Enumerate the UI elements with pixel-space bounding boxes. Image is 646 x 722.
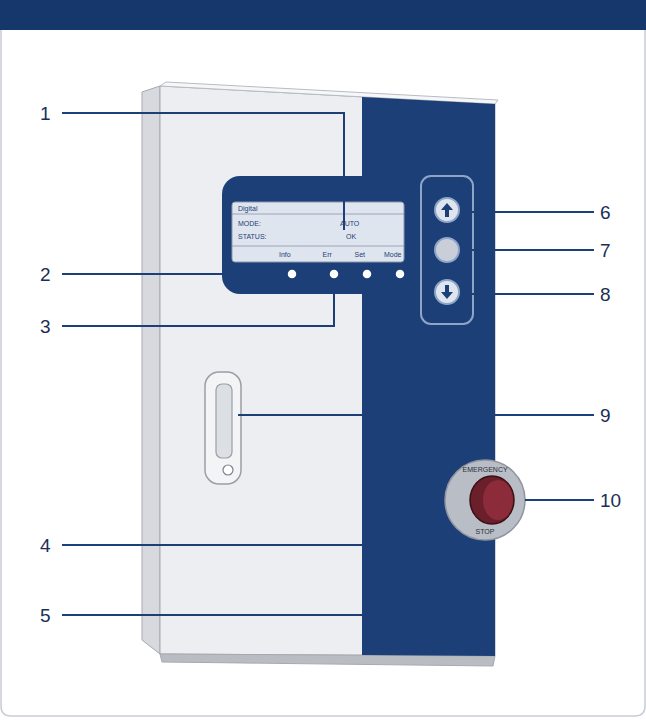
lcd-rule [232,246,404,247]
leader-line [62,113,344,230]
display-bezel [222,176,414,294]
cabinet-front [160,86,495,656]
panel-text: Info [279,251,291,258]
leader-line [62,280,334,326]
callout-number: 3 [40,317,51,336]
led [329,269,339,279]
panel-text: OK [346,233,356,240]
callout-number: 5 [40,606,51,625]
callout-number: 6 [600,203,611,222]
down-arrow [441,285,453,299]
callout-number: 10 [600,491,621,510]
leader-line [460,293,594,295]
led [395,269,405,279]
panel-text: AUTO [340,220,359,227]
panel-text: STOP [476,528,495,535]
panel-text: EMERGENCY [463,466,508,473]
ok-button [435,238,459,262]
estop-button [470,476,514,524]
callout-number: 9 [600,406,611,425]
frame [1,30,645,716]
leader-line [62,280,400,615]
leader-line [460,249,594,251]
leader-line [460,211,594,213]
panel-text: Err [323,251,332,258]
led [362,269,372,279]
handle-lever [216,384,232,458]
estop-ring [445,460,525,540]
cabinet-top [160,82,498,104]
callout-number: 4 [40,536,51,555]
up-arrow [441,203,453,217]
leader-line [62,280,367,545]
panel-text: Digital [238,205,257,212]
down-button [435,280,459,304]
estop-cap [483,480,513,520]
leader-lines [62,113,594,615]
panel-text: STATUS: [238,233,267,240]
leader-line [62,273,286,275]
up-button [435,198,459,222]
callout-number: 1 [40,104,51,123]
callout-number: 8 [600,285,611,304]
lcd-screen [232,202,404,262]
callout-number: 7 [600,241,611,260]
handle-base [205,372,241,484]
cabinet-bottom [160,654,495,666]
lock [223,465,233,475]
led [287,269,297,279]
panel-text: MODE: [238,220,261,227]
panel-text: Set [355,251,366,258]
callout-number: 2 [40,265,51,284]
lcd-rule [232,214,404,215]
leader-line [525,499,594,501]
panel-text: Mode [384,251,402,258]
header-bar [0,0,646,30]
cabinet-side [142,86,160,654]
leader-line [238,414,594,416]
